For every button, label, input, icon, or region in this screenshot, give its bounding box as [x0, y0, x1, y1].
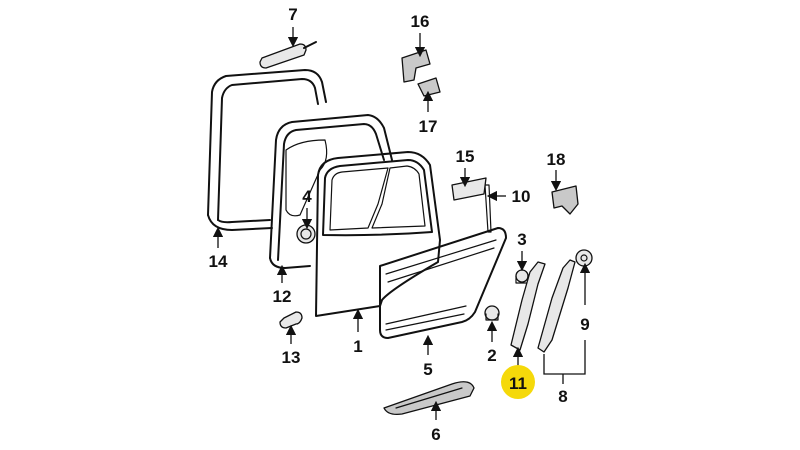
callout-12[interactable]: 12: [273, 287, 292, 306]
callout-7[interactable]: 6: [431, 425, 440, 444]
callout-18[interactable]: 18: [547, 150, 566, 169]
callout-1[interactable]: 1: [353, 337, 362, 356]
part-16-bracket: [401, 49, 431, 83]
callout-2[interactable]: 2: [487, 346, 496, 365]
part-18-bracket: [551, 185, 579, 215]
callout-4[interactable]: 4: [302, 187, 312, 206]
callout-14[interactable]: 14: [209, 252, 228, 271]
callout-9[interactable]: 9: [580, 315, 589, 334]
callout-6[interactable]: 7: [288, 5, 297, 24]
part-2-grommet: [484, 305, 500, 321]
part-8-molding: [537, 259, 576, 353]
callout-8[interactable]: 8: [558, 387, 567, 406]
callout-13[interactable]: 13: [282, 348, 301, 367]
callout-17[interactable]: 17: [419, 117, 438, 136]
callout-10[interactable]: 10: [512, 187, 531, 206]
leader-lines: [212, 27, 591, 420]
callout-16[interactable]: 16: [411, 12, 430, 31]
part-5-door-moulding: [379, 227, 507, 339]
callout-11[interactable]: 11: [509, 374, 527, 393]
part-6-tool: [259, 41, 317, 69]
callout-3[interactable]: 3: [517, 230, 526, 249]
part-13-plug: [279, 311, 303, 329]
part-1-door-shell: [296, 151, 441, 317]
part-7-sill-plate: [383, 381, 475, 416]
part-9-grommet: [575, 249, 593, 267]
part-10-strip: [484, 184, 492, 233]
part-14-outer-weatherstrip: [207, 69, 327, 231]
part-3-grommet: [515, 269, 529, 284]
callout-5[interactable]: 5: [423, 360, 432, 379]
callout-11-highlight: [501, 365, 535, 399]
part-17-clip: [417, 77, 441, 97]
part-15-pad: [451, 177, 487, 201]
part-11-weatherstrip: [510, 261, 546, 351]
callout-15[interactable]: 15: [456, 147, 475, 166]
